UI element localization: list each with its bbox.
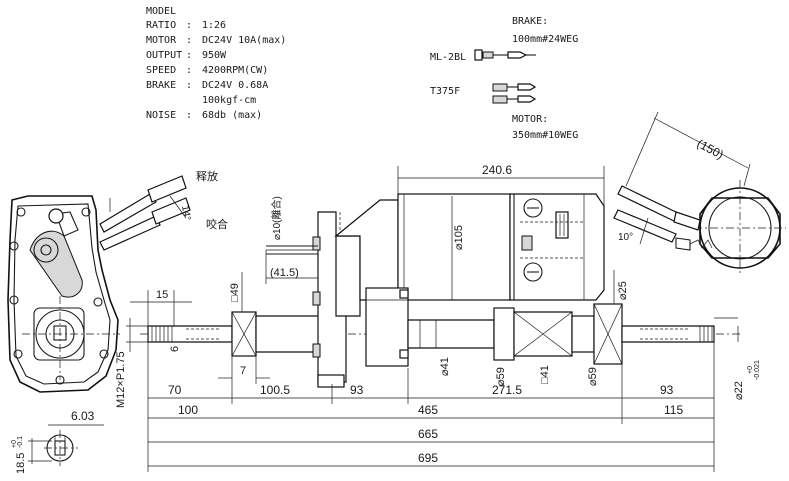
spec-row-sep: : [186, 50, 192, 61]
spec-heading: MODEL [146, 6, 176, 17]
t375-connector-icon [492, 83, 537, 104]
shaft-end-detail: 6.03 18.5 +0 -0.1 [11, 409, 104, 474]
spec-row-value: 4200RPM(CW) [202, 65, 268, 76]
left-thread [151, 326, 173, 342]
left-side-view: 14° 释放 咬合 [7, 169, 228, 393]
spec-row-key: BRAKE [146, 80, 176, 91]
release-label: 释放 [196, 169, 218, 183]
dimensions: 240.6 ⌀105 ⌀10(離合) (41.5) □49 15 6 M12×P… [115, 163, 761, 472]
dim-18-5-tol-lo: -0.1 [17, 436, 24, 448]
dim-695: 695 [418, 451, 438, 465]
dim-dia-59-b: ⌀59 [587, 367, 599, 386]
spec-row-value: 100kgf-cm [202, 95, 256, 106]
dim-115: 115 [664, 403, 683, 417]
spec-row-key: RATIO [146, 20, 176, 31]
spec-row-key: MOTOR [146, 35, 177, 46]
dim-sq-41: □41 [539, 365, 551, 384]
spec-row-key: SPEED [146, 65, 176, 76]
spec-row-sep: : [186, 80, 192, 91]
dim-dia-22-tol-up: +0 [747, 366, 754, 374]
right-keyway [699, 326, 713, 342]
connector-block: BRAKE: 100mm#24WEG ML-2BL T375F MOTOR: 3… [430, 16, 578, 141]
dim-dia-22: ⌀22 [733, 381, 745, 400]
brake-wire: 100mm#24WEG [512, 34, 578, 45]
engage-label: 咬合 [206, 217, 228, 231]
dim-sq-49: □49 [229, 283, 241, 302]
dim-100: 100 [178, 403, 198, 417]
spec-row-sep: : [186, 35, 192, 46]
ml-connector-label: ML-2BL [430, 52, 466, 63]
motor-wire: 350mm#10WEG [512, 130, 578, 141]
dim-6: 6 [169, 346, 181, 352]
spec-row-value: 68db (max) [202, 110, 262, 121]
brake-title: BRAKE: [512, 16, 548, 27]
spec-row-sep: : [186, 65, 192, 76]
dim-93-b: 93 [660, 383, 674, 397]
dim-dia-10: ⌀10(離合) [270, 196, 283, 240]
ml-connector-icon [474, 49, 536, 61]
spec-row-value: DC24V 10A(max) [202, 35, 286, 46]
dim-271-5: 271.5 [492, 383, 522, 397]
spec-row-value: DC24V 0.68A [202, 80, 268, 91]
dim-dia-105: ⌀105 [453, 225, 465, 250]
radius-150-label: (150) [695, 136, 726, 162]
dim-240-6: 240.6 [482, 163, 512, 177]
dim-41-5: (41.5) [270, 267, 299, 279]
main-front-view [140, 193, 740, 388]
dim-93-a: 93 [350, 383, 364, 397]
lever-angle-label: 14° [179, 205, 192, 222]
spec-row-sep: : [186, 110, 192, 121]
dim-dia-59-a: ⌀59 [495, 367, 507, 386]
spec-row-key: NOISE [146, 110, 176, 121]
dim-665: 665 [418, 427, 438, 441]
t375-connector-label: T375F [430, 86, 460, 97]
dim-dia-41: ⌀41 [439, 357, 451, 376]
dim-m12: M12×P1.75 [115, 351, 127, 408]
motor-title: MOTOR: [512, 114, 548, 125]
spec-row-value: 950W [202, 50, 227, 61]
dim-18-5-tol-up: +0 [11, 440, 18, 448]
dim-18-5: 18.5 [15, 453, 27, 474]
dim-dia-22-tol-lo: -0.021 [754, 360, 761, 380]
spec-row-value: 1:26 [202, 20, 226, 31]
right-side-view: 10° (150) [613, 111, 786, 276]
spec-row-sep: : [186, 20, 192, 31]
lever-angle-right-label: 10° [618, 232, 633, 243]
dim-15: 15 [156, 289, 168, 301]
dim-70: 70 [168, 383, 182, 397]
dim-100-5: 100.5 [260, 383, 290, 397]
dim-465: 465 [418, 403, 438, 417]
dim-6-03: 6.03 [71, 409, 95, 423]
dim-dia-25: ⌀25 [617, 281, 629, 300]
dim-7: 7 [240, 365, 246, 377]
spec-row-key: OUTPUT [146, 50, 182, 61]
